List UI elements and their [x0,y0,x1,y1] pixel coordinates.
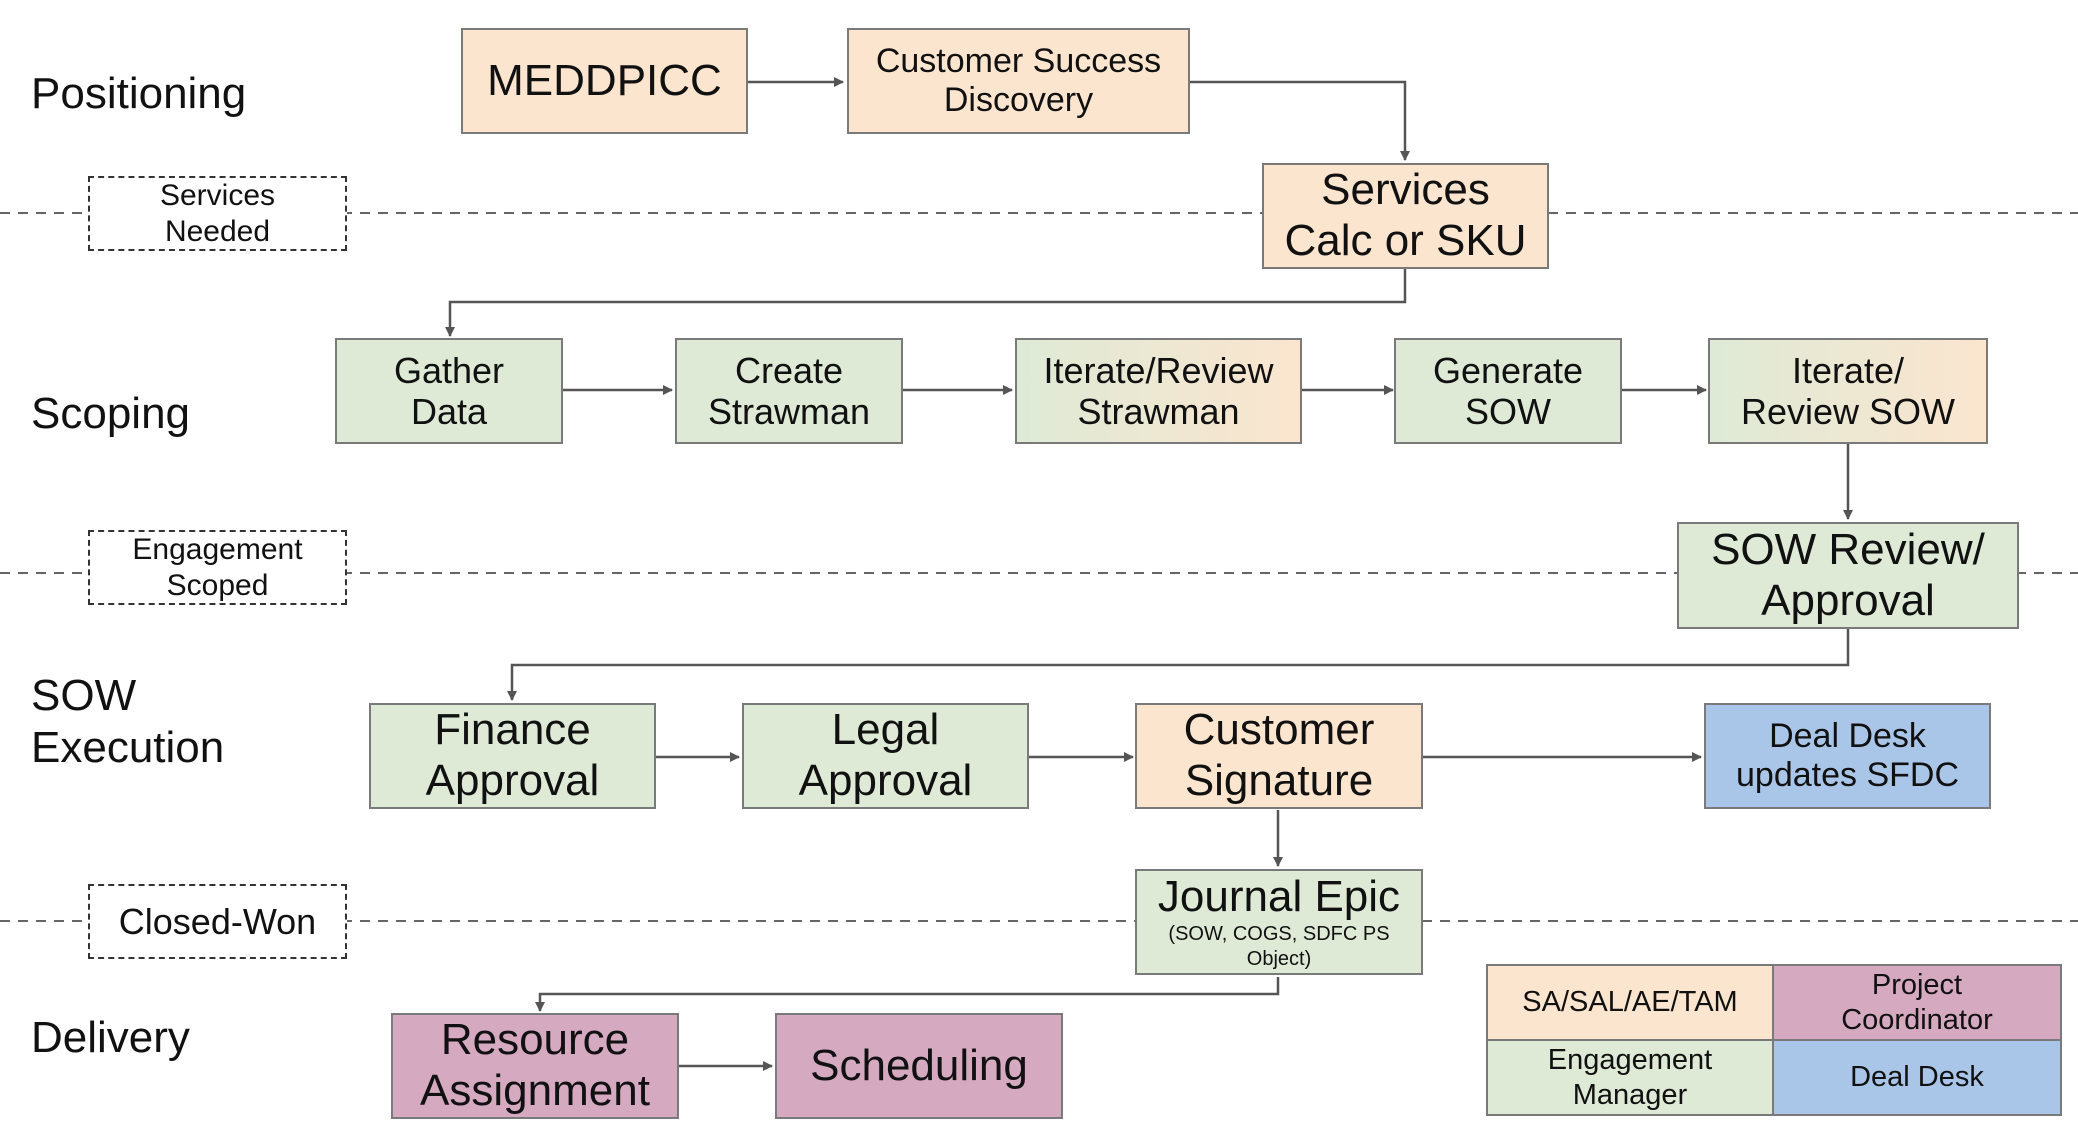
step-text: Strawman [1077,391,1240,432]
arrow-services-calc-to-gather-data [445,268,1407,337]
step-text: Create [734,349,844,391]
step-note: Object) [1246,948,1312,971]
legend-engagement-manager: Engagement Manager [1486,1039,1774,1116]
milestone-engagement-scoped: Engagement Scoped [88,530,347,605]
step-text: updates SFDC [1736,756,1959,794]
step-text: Journal Epic [1157,871,1401,921]
step-text: Approval [1761,575,1935,625]
step-text: Resource [440,1015,630,1065]
arrow-journal-epic-to-resource [535,977,1280,1012]
step-text: Customer [1183,705,1375,755]
step-text: Approval [798,756,973,805]
stage-label-line: SOW [31,671,137,720]
step-text: Signature [1184,756,1374,805]
step-text: SOW [1465,391,1551,432]
legend-text: SA/SAL/AE/TAM [1522,986,1738,1019]
milestone-text: Closed-Won [118,900,317,942]
step-resource-assignment: Resource Assignment [391,1013,679,1119]
milestone-text: Engagement [132,532,303,566]
step-text: Calc or SKU [1284,216,1527,265]
step-customer-success-discovery: Customer Success Discovery [847,28,1190,134]
stage-label-sow-execution: SOW Execution [31,670,224,774]
milestone-closed-won: Closed-Won [88,884,347,959]
step-text: Deal Desk [1769,716,1926,755]
step-text: Approval [425,756,600,805]
legend-sa-sal-ae-tam: SA/SAL/AE/TAM [1486,964,1774,1041]
step-text: Discovery [943,81,1094,119]
legend-text: Manager [1572,1078,1688,1111]
step-note: (SOW, COGS, SDFC PS [1168,923,1390,946]
step-legal-approval: Legal Approval [742,703,1029,809]
legend-text: Project [1871,968,1963,1001]
step-sow-review-approval: SOW Review/ Approval [1677,522,2019,629]
step-journal-epic: Journal Epic (SOW, COGS, SDFC PS Object) [1135,869,1423,975]
arrow-review-to-finance [507,629,1850,701]
legend-project-coordinator: Project Coordinator [1772,964,2062,1041]
step-create-strawman: Create Strawman [675,338,903,444]
step-customer-signature: Customer Signature [1135,703,1423,809]
milestone-services-needed: Services Needed [88,176,347,251]
step-text: Iterate/ [1791,349,1905,391]
step-iterate-review-sow: Iterate/ Review SOW [1708,338,1988,444]
step-iterate-review-strawman: Iterate/Review Strawman [1015,338,1302,444]
legend-text: Coordinator [1841,1003,1993,1036]
step-meddpicc: MEDDPICC [461,28,748,134]
step-text: Customer Success [875,41,1162,80]
stage-label-line: Execution [31,722,225,772]
step-text: MEDDPICC [487,55,722,105]
stage-label-positioning: Positioning [31,69,247,118]
step-generate-sow: Generate SOW [1394,338,1622,444]
step-text: Gather [393,349,505,391]
step-text: Review SOW [1740,391,1956,432]
step-scheduling: Scheduling [775,1013,1063,1119]
step-text: Strawman [707,391,871,432]
step-text: Generate [1432,349,1584,391]
step-services-calc-or-sku: Services Calc or SKU [1262,163,1549,269]
step-deal-desk-updates-sfdc: Deal Desk updates SFDC [1704,703,1991,809]
stage-label-scoping: Scoping [31,389,191,438]
step-text: Iterate/Review [1043,349,1274,391]
step-finance-approval: Finance Approval [369,703,656,809]
stage-label-delivery: Delivery [31,1013,190,1062]
milestone-text: Scoped [166,568,269,602]
step-text: SOW Review/ [1711,524,1985,574]
step-text: Legal [831,705,940,755]
step-text: Scheduling [810,1040,1028,1090]
legend-deal-desk: Deal Desk [1772,1039,2062,1116]
step-text: Services [1321,165,1490,215]
milestone-text: Services [159,178,276,212]
step-text: Finance [434,705,591,755]
milestone-text: Needed [164,214,271,248]
step-text: Data [410,391,488,432]
step-gather-data: Gather Data [335,338,563,444]
arrow-discovery-to-services-calc [1190,80,1410,161]
step-text: Assignment [420,1066,650,1115]
legend-text: Deal Desk [1850,1061,1984,1094]
legend-text: Engagement [1547,1043,1713,1076]
